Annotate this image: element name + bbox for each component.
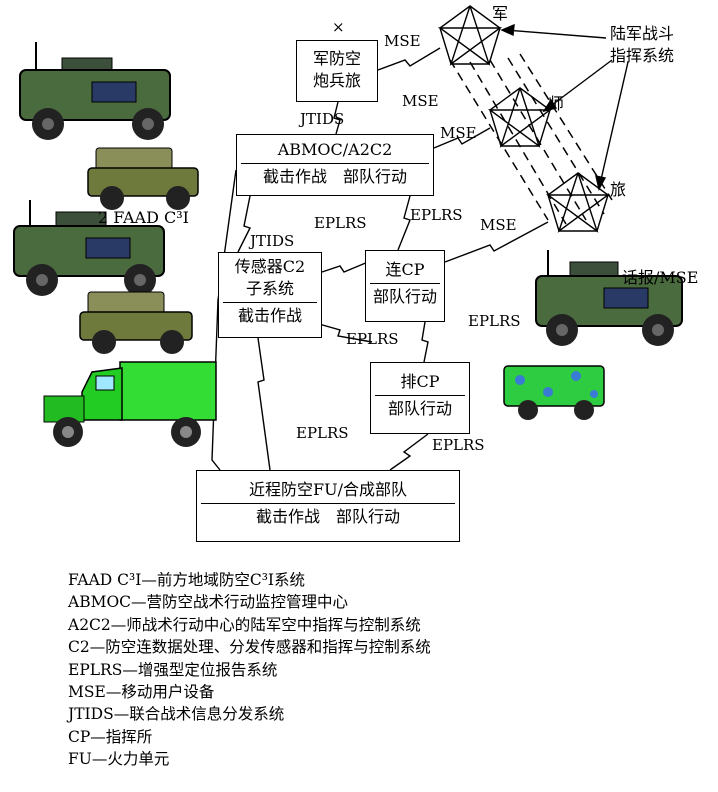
brigade-node-icon <box>545 172 611 233</box>
callout-arrows <box>500 23 629 191</box>
link-label-eplrs-6: EPLRS <box>432 436 485 454</box>
legend-item: FAAD C³I—前方地域防空C³I系统 <box>68 571 306 589</box>
voice-mse-label: 话报/MSE <box>622 268 699 287</box>
legend: FAAD C³I—前方地域防空C³I系统 ABMOC—营防空战术行动监控管理中心… <box>68 569 431 771</box>
link-label-eplrs-1: EPLRS <box>314 214 367 232</box>
fu-title: 近程防空FU/合成部队 <box>249 480 407 499</box>
cross-mark: × <box>332 18 345 36</box>
jeep-1-icon <box>87 147 199 210</box>
platoon-cp-body: 部队行动 <box>387 399 452 418</box>
callout-line2: 指挥系统 <box>610 46 675 65</box>
fu-body: 截击作战 部队行动 <box>255 507 400 526</box>
link-label-mse-3: MSE <box>440 124 477 142</box>
hmmwv-2-icon <box>13 200 165 296</box>
division-node-icon <box>487 87 553 148</box>
link-label-mse-1: MSE <box>384 32 421 50</box>
callout-line1: 陆军战斗 <box>610 24 675 43</box>
link-label-jtids-2: JTIDS <box>250 232 295 250</box>
brigade-node-label: 旅 <box>610 180 627 199</box>
sensor-divider <box>223 302 317 303</box>
abmoc-divider <box>241 163 429 164</box>
company-cp-title: 连CP <box>385 260 425 279</box>
fu-divider <box>201 503 455 504</box>
link-label-mse-4: MSE <box>480 216 517 234</box>
platoon-cp-box: 排CP 部队行动 <box>370 362 470 434</box>
company-cp-divider <box>370 283 440 284</box>
platoon-cp-title: 排CP <box>400 372 440 391</box>
company-cp-body: 部队行动 <box>372 287 437 306</box>
truck-icon <box>43 361 217 447</box>
vehicles-label: 2 FAAD C³I <box>98 208 189 227</box>
hmmwv-3-icon <box>535 250 683 346</box>
division-node-label: 师 <box>548 94 565 113</box>
legend-item: ABMOC—营防空战术行动监控管理中心 <box>68 593 349 612</box>
link-label-eplrs-2: EPLRS <box>410 206 463 224</box>
sensor-body: 截击作战 <box>237 306 302 325</box>
link-label-mse-2: MSE <box>402 92 439 110</box>
solid-links <box>211 47 549 471</box>
legend-item: FU—火力单元 <box>68 750 170 769</box>
abmoc-box: ABMOC/A2C2 截击作战 部队行动 <box>236 134 434 196</box>
legend-item: A2C2—师战术行动中心的陆军空中指挥与控制系统 <box>68 615 421 634</box>
corps-node-label: 军 <box>492 4 509 23</box>
sensor-line2: 子系统 <box>245 279 294 298</box>
company-cp-box: 连CP 部队行动 <box>365 250 445 322</box>
legend-item: MSE—移动用户设备 <box>68 683 215 702</box>
link-label-eplrs-5: EPLRS <box>296 424 349 442</box>
sensor-box: 传感器C2 子系统 截击作战 <box>218 252 322 338</box>
legend-item: EPLRS—增强型定位报告系统 <box>68 660 278 679</box>
hmmwv-1-icon <box>19 42 171 140</box>
jeep-2-icon <box>79 291 193 354</box>
pentagon-nodes <box>437 5 611 233</box>
platoon-cp-divider <box>375 395 465 396</box>
brigade-ad-line1: 军防空 <box>312 49 361 68</box>
brigade-ad-line2: 炮兵旅 <box>312 71 361 90</box>
sensor-line1: 传感器C2 <box>234 257 306 276</box>
abmoc-body: 截击作战 部队行动 <box>262 167 407 186</box>
link-label-eplrs-4: EPLRS <box>346 330 399 348</box>
fu-box: 近程防空FU/合成部队 截击作战 部队行动 <box>196 470 460 542</box>
legend-item: JTIDS—联合战术信息分发系统 <box>68 705 285 724</box>
link-label-eplrs-3: EPLRS <box>468 312 521 330</box>
abmoc-title: ABMOC/A2C2 <box>277 140 393 159</box>
link-label-jtids-1: JTIDS <box>300 110 345 128</box>
legend-item: CP—指挥所 <box>68 727 153 746</box>
brigade-ad-box: 军防空 炮兵旅 <box>296 40 378 102</box>
vehicles <box>13 42 683 447</box>
camo-jeep-icon <box>503 365 605 420</box>
legend-item: C2—防空连数据处理、分发传感器和指挥与控制系统 <box>68 638 431 657</box>
corps-node-icon <box>437 5 503 66</box>
